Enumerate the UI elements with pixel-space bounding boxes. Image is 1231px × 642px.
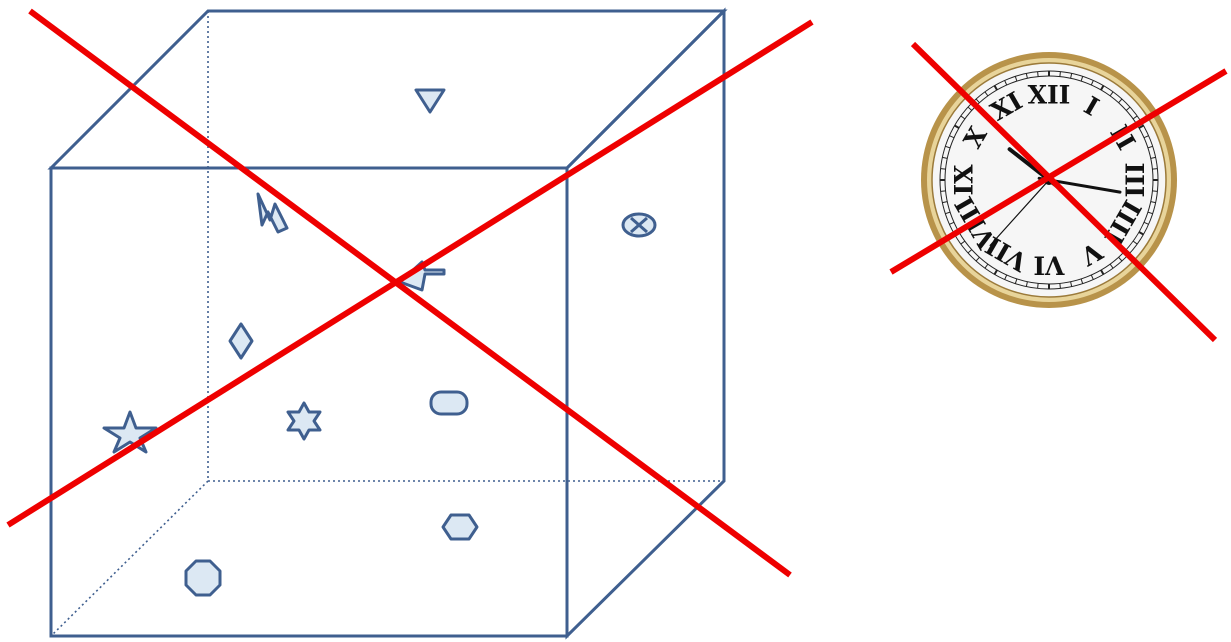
six-point-star-shape — [288, 403, 320, 439]
hexagon-shape — [443, 515, 477, 539]
clock-tick — [941, 169, 946, 170]
cube-cross-line-descending — [30, 11, 790, 575]
cube — [8, 11, 812, 636]
octagon-shape — [186, 561, 220, 595]
clock-numeral: III — [1120, 162, 1149, 197]
cube-top-face — [51, 11, 724, 168]
cube-front-face — [51, 168, 567, 636]
clock-numeral: VI — [1033, 251, 1065, 280]
clock-tick — [1152, 169, 1157, 170]
clock-tick — [1060, 72, 1061, 77]
clock-numeral: IX — [950, 164, 979, 196]
circled-x-shape — [623, 214, 655, 236]
clock-tick — [1152, 191, 1157, 192]
cube-cross-line-ascending — [8, 22, 812, 525]
clock-numeral: XII — [1028, 81, 1071, 110]
diamond-shape — [230, 324, 252, 358]
cube-hidden-edge-depth — [51, 481, 208, 636]
down-triangle-shape — [416, 90, 444, 112]
cube-right-face — [567, 11, 724, 636]
clock-tick — [1038, 72, 1039, 77]
wall-clock: XIIIIIIIIIIIIVVIVIIVIIIIXXXI — [891, 44, 1226, 340]
clock-tick — [1060, 283, 1061, 288]
clock-tick — [1038, 283, 1039, 288]
clock-tick — [941, 191, 946, 192]
rounded-rectangle-shape — [431, 392, 467, 414]
